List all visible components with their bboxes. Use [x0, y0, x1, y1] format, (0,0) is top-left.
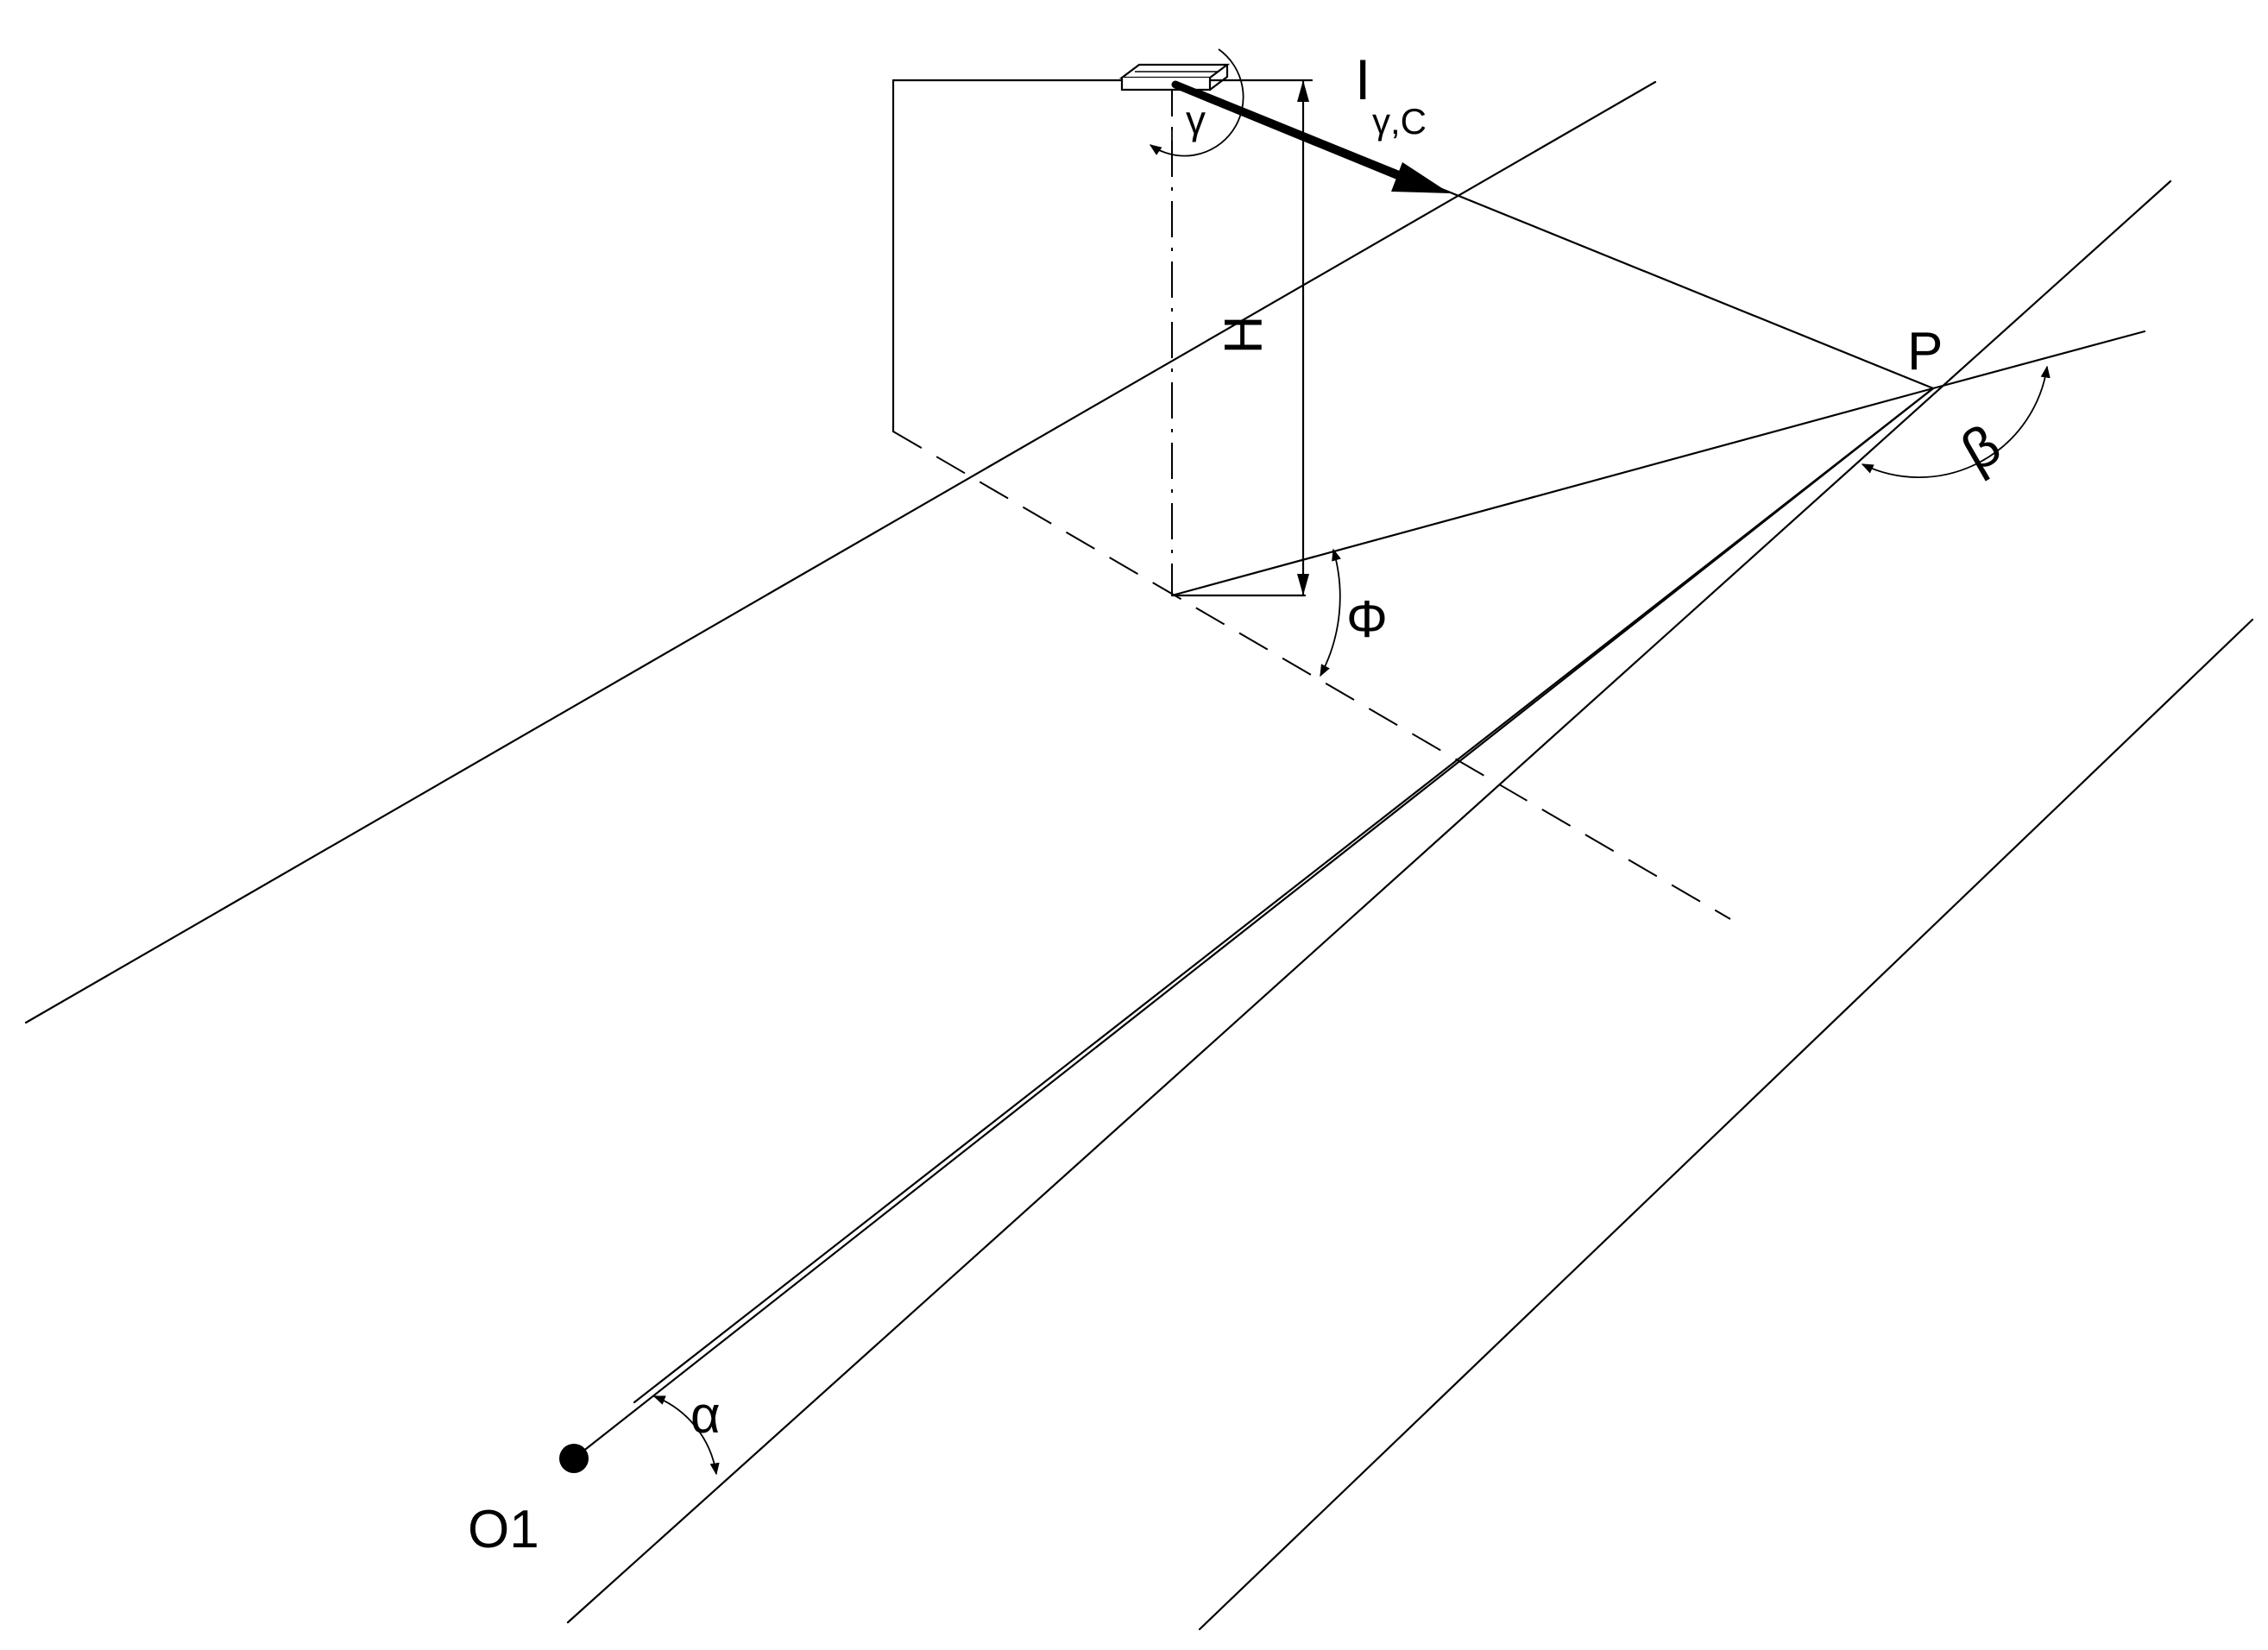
- gamma-arc: [1149, 48, 1244, 157]
- observer-point-o1: [559, 1444, 589, 1473]
- phi-label: Φ: [1346, 590, 1388, 648]
- gamma-label: γ: [1186, 98, 1206, 142]
- intensity-subscript: γ,C: [1372, 101, 1427, 142]
- road-edge-right: [1198, 618, 2254, 1631]
- height-arrow-bottom: [1297, 574, 1309, 595]
- beta-arc: [1861, 365, 2051, 478]
- road-edge-left: [24, 80, 1657, 1024]
- phi-arc: [1320, 548, 1341, 677]
- road-line-center-lower: [633, 387, 1935, 1404]
- height-label: H: [1214, 316, 1274, 355]
- observation-line-from-o1: [572, 387, 1935, 1460]
- ground-projection-dashed: [892, 431, 1731, 920]
- point-p-label: P: [1907, 322, 1943, 381]
- road-line-center-upper: [566, 179, 2172, 1624]
- intensity-label: I: [1355, 47, 1370, 111]
- alpha-arc: [652, 1395, 720, 1476]
- ground-line-to-p: [1170, 387, 1935, 597]
- beta-ray-line: [1931, 330, 2146, 390]
- origin-o1-label: O1: [468, 1500, 539, 1559]
- height-arrow-top: [1297, 80, 1309, 102]
- alpha-label: α: [690, 1386, 721, 1444]
- intensity-arrow: [1171, 80, 1420, 187]
- intensity-arrowhead: [1391, 162, 1450, 193]
